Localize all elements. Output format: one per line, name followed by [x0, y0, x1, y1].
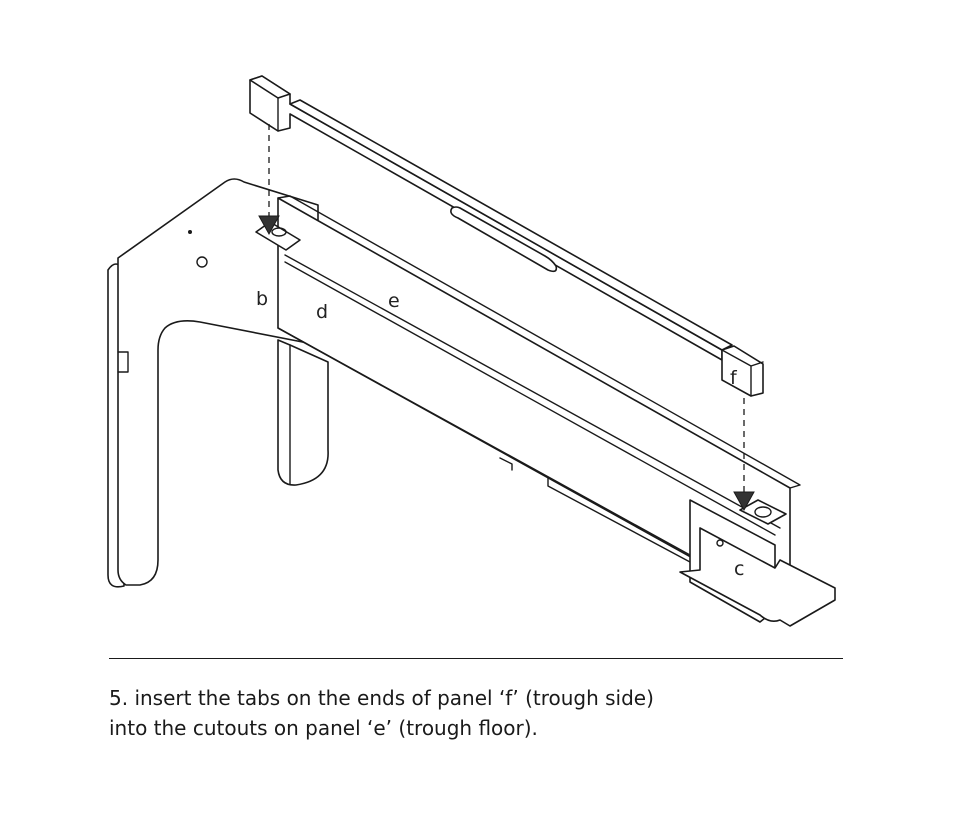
cutout-left-hole: [271, 227, 287, 237]
panel-e-step-right: [547, 477, 691, 563]
panel-b-peg: [196, 256, 208, 268]
panel-f-tab-left: [249, 75, 291, 99]
panel-f-bar-top: [289, 99, 733, 351]
arrow-left-icon: [258, 215, 280, 236]
instruction-caption: 5. insert the tabs on the ends of panel …: [109, 683, 843, 743]
panel-f-slot: [450, 206, 558, 273]
arrow-right-icon: [733, 491, 755, 512]
panel-e-top-edge: [277, 195, 801, 489]
label-f: f: [730, 367, 738, 389]
panel-f-tab-right-face: [721, 349, 764, 397]
assembly-diagram: b d e f c: [107, 75, 836, 627]
panel-e-cutout-right: [739, 499, 787, 525]
caption-line-2: into the cutouts on panel ‘e’ (trough fl…: [109, 716, 538, 740]
label-b: b: [256, 288, 268, 310]
panel-b-notch: [117, 351, 129, 373]
panel-e-face-line: [284, 254, 781, 529]
panel-b: [117, 178, 319, 586]
panel-c-hole: [716, 539, 724, 547]
caption-line-1: 5. insert the tabs on the ends of panel …: [109, 686, 654, 710]
panel-b-hole: [188, 230, 192, 234]
label-d: d: [316, 301, 328, 323]
panel-d-leg: [277, 339, 329, 486]
panel-f-tab-right: [721, 345, 764, 397]
divider: [109, 658, 843, 659]
panel-e-lower-line: [277, 327, 691, 556]
panel-c-base: [679, 527, 836, 627]
label-c: c: [734, 558, 744, 580]
panel-e-step-left: [499, 457, 513, 471]
label-e: e: [388, 290, 400, 312]
cutout-right-hole: [754, 506, 772, 518]
panel-e-inner-line: [284, 261, 776, 536]
